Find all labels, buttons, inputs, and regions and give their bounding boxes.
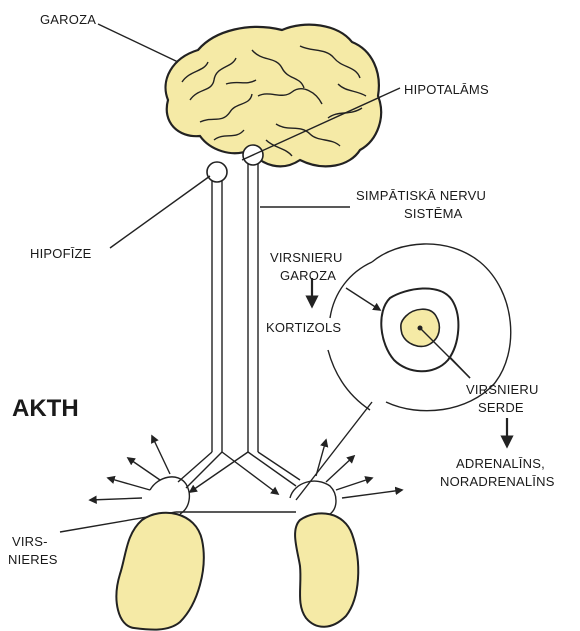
kidney-icon [116, 513, 203, 630]
sympathetic-label-2: SISTĒMA [404, 206, 463, 221]
adrenal-medulla-label-2: SERDE [478, 400, 524, 415]
pituitary-node [207, 162, 227, 182]
right-kidney [290, 481, 358, 627]
cortex-label: GAROZA [40, 12, 96, 27]
adrenal-cortex-label-2: GAROZA [280, 268, 336, 283]
hypothalamus-label: HIPOTALĀMS [404, 82, 489, 97]
adrenal-cortex-label-1: VIRSNIERU [270, 250, 343, 265]
pituitary-label: HIPOFĪZE [30, 246, 92, 261]
sympathetic-label-1: SIMPĀTISKĀ NERVU [356, 188, 486, 203]
cortisol-label: KORTIZOLS [266, 320, 341, 335]
hormones-label-1: ADRENALĪNS, [456, 456, 545, 471]
kidneys-label-2: NIERES [8, 552, 58, 567]
kidney-icon [295, 513, 358, 626]
left-kidney [116, 477, 203, 630]
hormones-label-2: NORADRENALĪNS [440, 474, 555, 489]
acth-label: AKTH [12, 395, 79, 422]
adrenal-medulla-label-1: VIRSNIERU [466, 382, 539, 397]
kidneys-label-1: VIRS- [12, 534, 48, 549]
acth-arrows [90, 436, 402, 500]
